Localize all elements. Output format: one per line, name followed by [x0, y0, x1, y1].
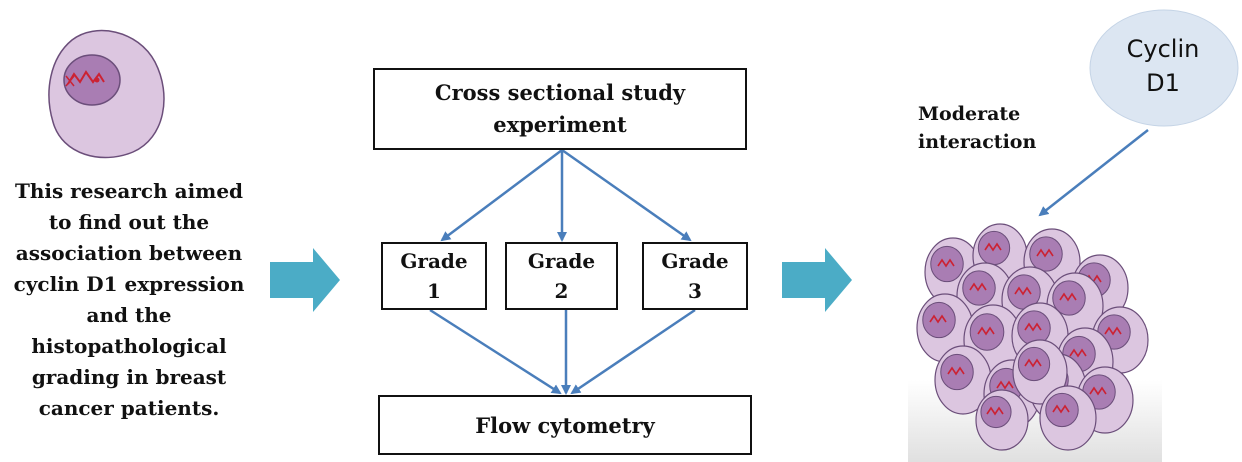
grade-3-box: Grade 3 — [642, 242, 748, 310]
tumor-cell — [975, 389, 1029, 451]
cross-sectional-study-box: Cross sectional study experiment — [373, 68, 747, 150]
cyclin-d1-label: Cyclin D1 — [1126, 35, 1200, 97]
grade-1-box: Grade 1 — [381, 242, 487, 310]
flow-connectors — [429, 148, 696, 395]
tumor-cell — [1012, 339, 1068, 405]
tumor-cell-cluster — [916, 223, 1149, 451]
research-aim-text: This research aimed to find out the asso… — [13, 179, 245, 420]
grade-2-box: Grade 2 — [505, 242, 618, 310]
tumor-cell — [934, 345, 992, 415]
moderate-interaction-label: Moderate interaction — [918, 103, 1037, 153]
tumor-cell — [916, 293, 974, 363]
cross-sectional-study-label: Cross sectional study experiment — [434, 80, 686, 137]
block-arrow-left — [270, 248, 340, 312]
cyclin-d1-bubble — [1089, 9, 1239, 127]
block-arrow-right — [782, 248, 852, 312]
tumor-cell — [1039, 385, 1097, 451]
grade-2-label: Grade 2 — [527, 249, 596, 303]
flow-cytometry-label: Flow cytometry — [475, 412, 655, 438]
grade-1-label: Grade 1 — [400, 249, 468, 303]
grade-3-label: Grade 3 — [661, 249, 729, 303]
flow-cytometry-box: Flow cytometry — [378, 395, 752, 455]
cyclin-arrow — [1038, 129, 1149, 217]
single-cell-icon — [48, 29, 165, 159]
